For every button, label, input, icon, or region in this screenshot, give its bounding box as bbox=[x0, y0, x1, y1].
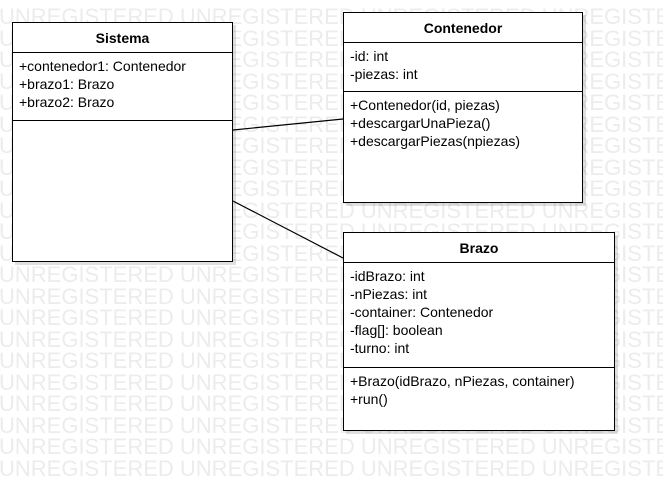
class-member: +descargarUnaPieza() bbox=[350, 115, 491, 131]
class-sistema-operations bbox=[13, 121, 232, 125]
class-contenedor-attributes: -id: int -piezas: int bbox=[344, 43, 582, 92]
class-sistema-attributes: +contenedor1: Contenedor +brazo1: Brazo +b… bbox=[13, 53, 232, 121]
association-sistema-brazo[interactable] bbox=[232, 200, 344, 259]
class-sistema-name: Sistema bbox=[13, 23, 232, 53]
class-member: -id: int bbox=[350, 48, 389, 64]
class-member: +contenedor1: Contenedor bbox=[19, 58, 186, 74]
class-member: -piezas: int bbox=[350, 66, 418, 82]
class-member: -nPiezas: int bbox=[350, 286, 428, 302]
association-sistema-contenedor[interactable] bbox=[232, 118, 344, 131]
class-member: -flag[]: boolean bbox=[350, 322, 443, 338]
class-member: +Contenedor(id, piezas) bbox=[350, 97, 500, 113]
class-member: +descargarPiezas(npiezas) bbox=[350, 133, 521, 149]
class-contenedor[interactable]: Contenedor -id: int -piezas: int +Contene… bbox=[343, 12, 583, 203]
class-member: -idBrazo: int bbox=[350, 268, 425, 284]
class-member: -turno: int bbox=[350, 340, 410, 356]
watermark-line: UNREGISTERED UNREGISTERED UNREGISTERED U… bbox=[0, 455, 663, 481]
class-brazo-attributes: -idBrazo: int -nPiezas: int -container: Co… bbox=[344, 263, 614, 368]
class-member: -container: Contenedor bbox=[350, 304, 494, 320]
class-contenedor-operations: +Contenedor(id, piezas) +descargarUnaPiez… bbox=[344, 92, 582, 150]
watermark-line: UNREGISTERED UNREGISTERED UNREGISTERED U… bbox=[0, 479, 663, 481]
class-member: +brazo2: Brazo bbox=[19, 94, 115, 110]
class-contenedor-name: Contenedor bbox=[344, 13, 582, 43]
class-brazo[interactable]: Brazo -idBrazo: int -nPiezas: int -contain… bbox=[343, 232, 615, 431]
class-brazo-name: Brazo bbox=[344, 233, 614, 263]
class-sistema[interactable]: Sistema +contenedor1: Contenedor +brazo1:… bbox=[12, 22, 233, 262]
watermark-line: UNREGISTERED UNREGISTERED UNREGISTERED U… bbox=[0, 434, 663, 459]
class-member: +run() bbox=[350, 391, 388, 407]
class-brazo-operations: +Brazo(idBrazo, nPiezas, container) +run(… bbox=[344, 368, 614, 408]
class-member: +brazo1: Brazo bbox=[19, 76, 115, 92]
class-member: +Brazo(idBrazo, nPiezas, container) bbox=[350, 373, 575, 389]
